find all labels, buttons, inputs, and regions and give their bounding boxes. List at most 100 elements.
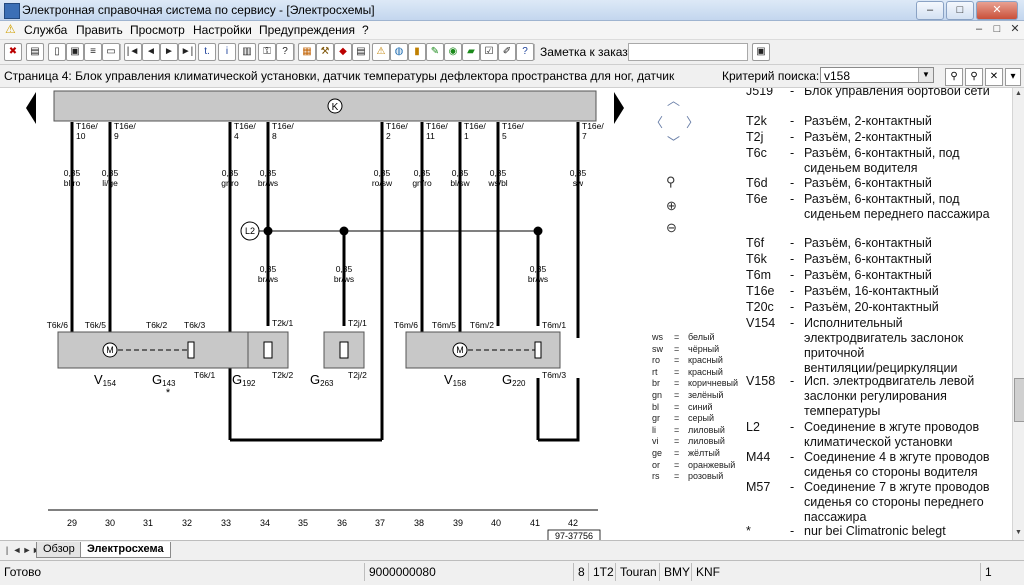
pan-left-icon[interactable]: 〈 bbox=[650, 115, 664, 130]
scroll-up-icon[interactable]: ▲ bbox=[1015, 90, 1022, 97]
legend-eq: = bbox=[674, 459, 680, 470]
next-page-icon[interactable]: ► bbox=[160, 43, 178, 61]
menu-service[interactable]: Служба bbox=[24, 23, 68, 37]
connector-pin-label: T16e/1 bbox=[464, 121, 486, 141]
book-icon[interactable]: ▦ bbox=[298, 43, 316, 61]
menu-bar: ⚠ Служба Править Просмотр Настройки Пред… bbox=[0, 21, 1024, 40]
column-number: 34 bbox=[260, 518, 270, 528]
menu-edit[interactable]: Править bbox=[76, 23, 123, 37]
car-icon[interactable]: ▭ bbox=[102, 43, 120, 61]
legend-code: ge bbox=[652, 448, 663, 458]
scroll-left-icon[interactable] bbox=[26, 92, 36, 124]
column-number: 29 bbox=[67, 518, 77, 528]
close-button[interactable]: ✕ bbox=[976, 1, 1018, 20]
column-number: 41 bbox=[530, 518, 540, 528]
pan-right-icon[interactable]: 〉 bbox=[686, 115, 700, 130]
component-pin-label: T2k/1 bbox=[272, 318, 294, 328]
legend-code: gr bbox=[652, 413, 661, 424]
child-maximize-button[interactable]: □ bbox=[993, 23, 1001, 35]
tab-wiring-diagram[interactable]: Электросхема bbox=[80, 542, 171, 558]
potentiometer bbox=[187, 341, 195, 359]
reference-description: Разъём, 20-контактный bbox=[804, 300, 939, 314]
first-page-icon[interactable]: |◄ bbox=[124, 43, 142, 61]
legend-name: зелёный bbox=[688, 390, 724, 400]
folder-icon[interactable]: ▣ bbox=[66, 43, 84, 61]
key-icon[interactable]: ⚿ bbox=[258, 43, 276, 61]
clear-search-icon[interactable]: ✕ bbox=[985, 68, 1003, 86]
checklist-icon[interactable]: ☑ bbox=[480, 43, 498, 61]
legend-code: ws bbox=[652, 332, 663, 342]
help-icon[interactable]: ? bbox=[276, 43, 294, 61]
prev-page-icon[interactable]: ◄ bbox=[142, 43, 160, 61]
note-label: Заметка к заказу: bbox=[540, 45, 637, 59]
minimize-button[interactable]: – bbox=[916, 1, 944, 20]
tab-prev-icon[interactable]: ◄ bbox=[12, 545, 22, 555]
reference-code: V158 bbox=[746, 374, 776, 388]
component-designator: G192 bbox=[232, 372, 256, 388]
search-options-icon[interactable]: ▾ bbox=[1005, 68, 1021, 86]
child-close-button[interactable]: ✕ bbox=[1010, 23, 1020, 35]
scroll-thumb[interactable] bbox=[1014, 378, 1024, 422]
title-bar: Электронная справочная система по сервис… bbox=[0, 0, 1024, 21]
wrench-icon[interactable]: ✎ bbox=[426, 43, 444, 61]
legend-code: vi bbox=[652, 436, 659, 447]
last-page-icon[interactable]: ►| bbox=[178, 43, 196, 61]
connector-pin-label: T16e/7 bbox=[582, 121, 604, 141]
tools-icon[interactable]: ⚒ bbox=[316, 43, 334, 61]
reference-code: T6c bbox=[746, 146, 767, 160]
table-icon[interactable]: ▤ bbox=[352, 43, 370, 61]
note-input[interactable] bbox=[628, 43, 748, 61]
zoom-in-icon[interactable]: ⊕ bbox=[666, 198, 677, 213]
reference-code: T20c bbox=[746, 300, 774, 314]
list-icon[interactable]: ≡ bbox=[84, 43, 102, 61]
find-icon[interactable]: ⚲ bbox=[945, 68, 963, 86]
legend-eq: = bbox=[674, 378, 680, 389]
motor-symbol bbox=[452, 342, 468, 358]
chevron-down-icon[interactable]: ▼ bbox=[918, 68, 933, 82]
edit-icon[interactable]: ✐ bbox=[498, 43, 516, 61]
folder-open-icon[interactable]: ▥ bbox=[238, 43, 256, 61]
column-number: 31 bbox=[143, 518, 153, 528]
menu-help[interactable]: ? bbox=[362, 23, 369, 37]
reference-dash: - bbox=[790, 176, 795, 190]
find-next-icon[interactable]: ⚲ bbox=[965, 68, 983, 86]
parts-icon[interactable]: ◆ bbox=[334, 43, 352, 61]
info-icon[interactable]: i bbox=[218, 43, 236, 61]
tab-first-icon[interactable]: |◄ bbox=[3, 545, 12, 569]
reference-description: Разъём, 6-контактный bbox=[804, 268, 932, 282]
maximize-button[interactable]: □ bbox=[946, 1, 974, 20]
new-doc-icon[interactable]: ▯ bbox=[48, 43, 66, 61]
search-help-icon[interactable]: ? bbox=[516, 43, 534, 61]
link-icon[interactable]: t. bbox=[198, 43, 216, 61]
menu-settings[interactable]: Настройки bbox=[193, 23, 252, 37]
service-icon[interactable]: ▰ bbox=[462, 43, 480, 61]
component-pin-label: T6m/1 bbox=[542, 320, 566, 330]
vertical-scrollbar[interactable]: ▲ ▼ bbox=[1012, 88, 1024, 540]
zoom-fit-icon[interactable]: ⚲ bbox=[666, 174, 676, 189]
component-designator: G143 bbox=[152, 372, 176, 388]
scroll-down-icon[interactable]: ▼ bbox=[1015, 529, 1022, 536]
warning-tb-icon[interactable]: ⚠ bbox=[372, 43, 390, 61]
menu-warnings[interactable]: Предупреждения bbox=[259, 23, 355, 37]
sensor-symbol bbox=[339, 341, 349, 359]
child-minimize-button[interactable]: – bbox=[975, 23, 983, 35]
pan-up-icon[interactable]: ︿ bbox=[667, 93, 681, 108]
tab-overview[interactable]: Обзор bbox=[36, 542, 82, 558]
tab-next-icon[interactable]: ► bbox=[22, 545, 32, 555]
exit-icon[interactable]: ✖ bbox=[4, 43, 22, 61]
globe-icon[interactable]: ◍ bbox=[390, 43, 408, 61]
zoom-out-icon[interactable]: ⊖ bbox=[666, 220, 677, 235]
note-send-icon[interactable]: ▣ bbox=[752, 43, 770, 61]
pan-down-icon[interactable]: ﹀ bbox=[667, 135, 681, 150]
reference-dash: - bbox=[790, 146, 795, 160]
scroll-right-icon[interactable] bbox=[614, 92, 624, 124]
battery-icon[interactable]: ▮ bbox=[408, 43, 426, 61]
print-icon[interactable]: ▤ bbox=[26, 43, 44, 61]
vehicle-icon[interactable]: ◉ bbox=[444, 43, 462, 61]
toolbar-separator bbox=[294, 44, 295, 60]
search-criterion-combo[interactable]: v158 ▼ bbox=[820, 67, 934, 83]
menu-view[interactable]: Просмотр bbox=[130, 23, 185, 37]
